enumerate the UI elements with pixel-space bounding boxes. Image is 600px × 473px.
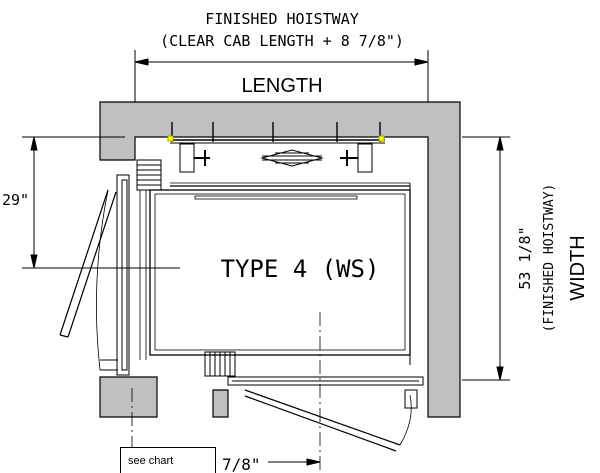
hoistway-walls: [99, 101, 461, 418]
top-rail-assembly: [167, 122, 385, 173]
bottom-door: [204, 351, 424, 452]
length-label: LENGTH: [241, 75, 322, 97]
right-dimension: [462, 136, 510, 381]
width-dim-label: 53 1/8": [516, 226, 534, 289]
length-dimension: [134, 50, 429, 102]
wall-top-right: [99, 101, 461, 418]
wall-bottom-stub: [212, 389, 229, 418]
cab: [139, 182, 411, 365]
wall-bottom-left: [99, 376, 158, 418]
header-line-2: (CLEAR CAB LENGTH + 8 7/8"): [160, 32, 404, 50]
bottom-dimension: [268, 458, 321, 466]
width-note-label: (FINISHED HOISTWAY): [542, 184, 557, 333]
bottom-dim-label: 7/8": [222, 455, 261, 473]
left-dim-label: 29": [2, 191, 29, 209]
see-chart-note: see chart: [120, 447, 216, 473]
left-dimension: [22, 136, 180, 269]
center-lines: [131, 312, 321, 473]
width-label: WIDTH: [567, 235, 589, 301]
left-door: [59, 159, 162, 376]
see-chart-text: see chart: [128, 455, 174, 467]
cab-type-label: TYPE 4 (WS): [221, 255, 380, 283]
header-line-1: FINISHED HOISTWAY: [205, 10, 359, 28]
